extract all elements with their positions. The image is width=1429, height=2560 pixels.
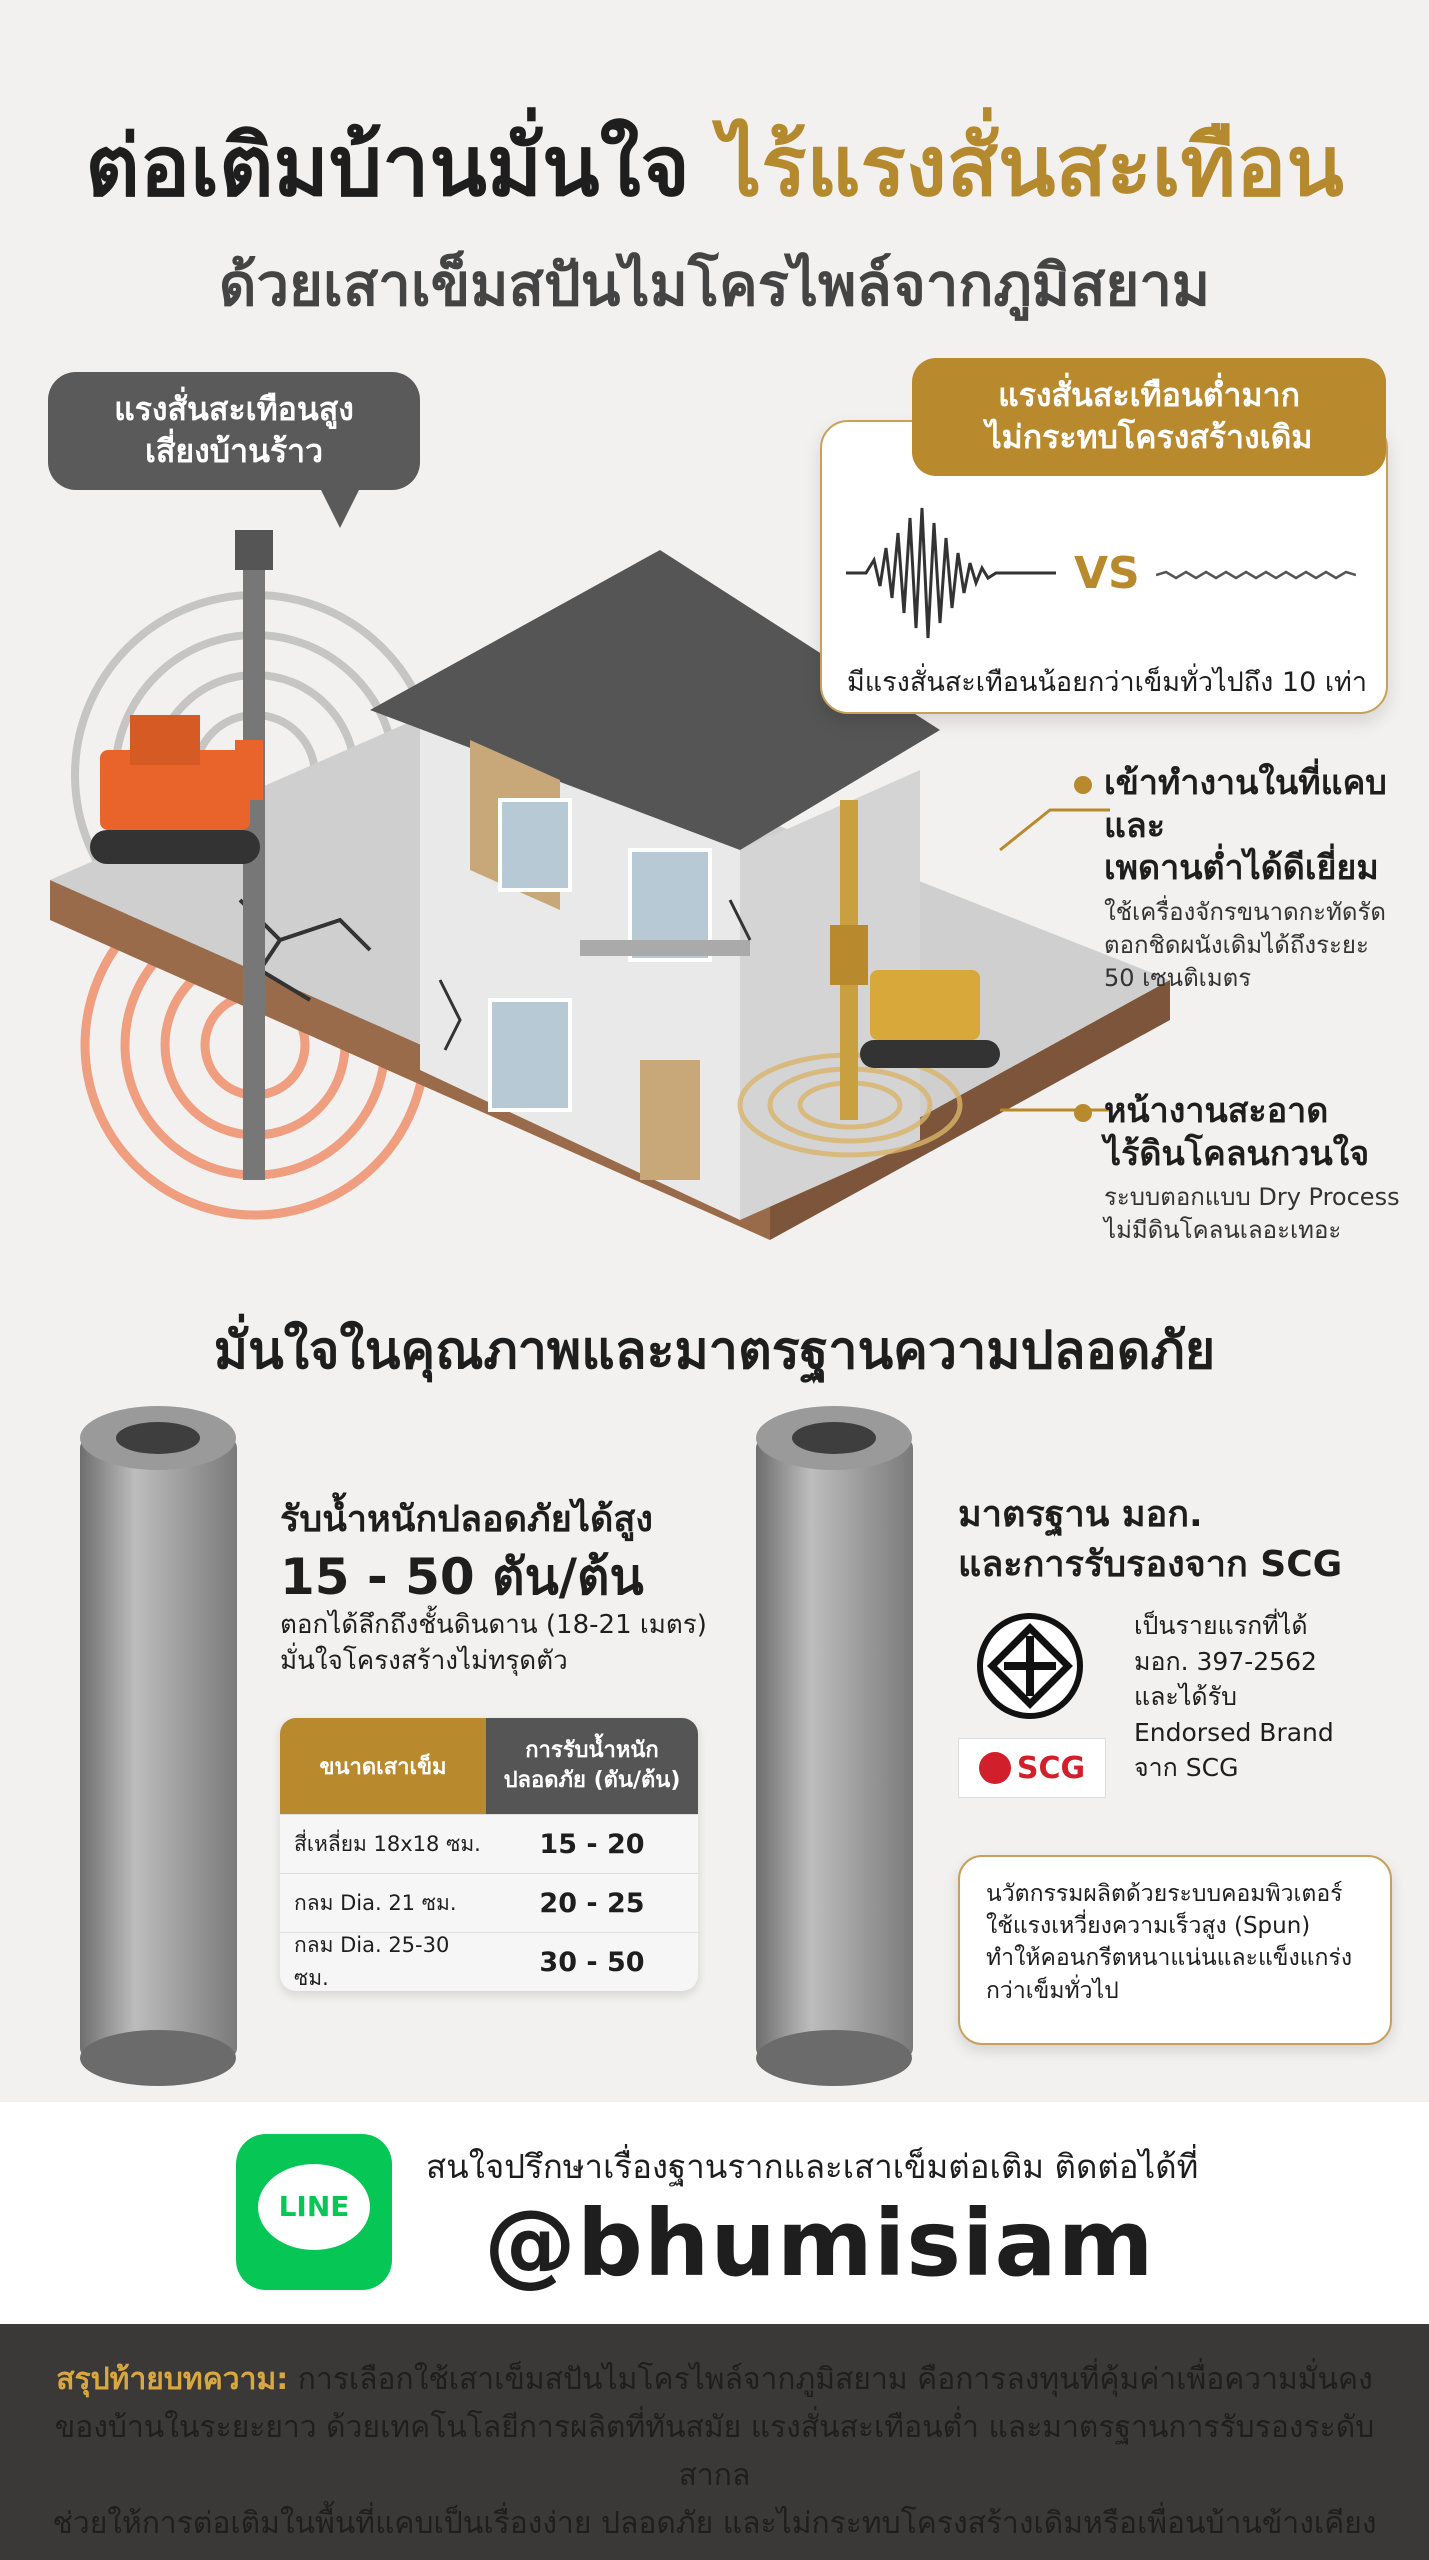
spun-technology-note-card bbox=[958, 1855, 1392, 2045]
feature-2-title-line2: ไร้ดินโคลนกวนใจ bbox=[1104, 1133, 1370, 1174]
main-title: ต่อเติมบ้านมั่นใจ ไร้แรงสั่นสะเทือน bbox=[0, 120, 1429, 212]
table-row: กลม Dia. 25-30 ซม. 30 - 50 bbox=[280, 1932, 698, 1991]
table-header: ขนาดเสาเข็ม การรับน้ำหนัก ปลอดภัย (ตัน/ต… bbox=[280, 1718, 698, 1814]
compare-footnote: มีแรงสั่นสะเทือนน้อยกว่าเข็มทั่วไปถึง 10… bbox=[846, 667, 1368, 698]
feature-bullet-2 bbox=[1074, 1104, 1092, 1122]
high-vibration-bubble: แรงสั่นสะเทือนสูง เสี่ยงบ้านร้าว bbox=[48, 372, 420, 528]
scg-emblem-icon bbox=[978, 1752, 1011, 1784]
high-wave-icon bbox=[846, 507, 1056, 639]
spun-pile-illustration-right bbox=[756, 1406, 913, 2086]
low-vibration-header: แรงสั่นสะเทือนต่ำมาก ไม่กระทบโครงสร้างเด… bbox=[912, 358, 1386, 476]
line-bubble-icon bbox=[258, 2164, 370, 2250]
summary-line3: ช่วยให้การต่อเติมในพื้นที่แคบเป็นเรื่องง… bbox=[52, 2506, 1377, 2541]
standard-text-line4: Endorsed Brand bbox=[1134, 1717, 1334, 1747]
line-handle-link[interactable]: @bhumisiam bbox=[484, 2190, 1155, 2297]
summary-text: สรุปท้ายบทความ: การเลือกใช้เสาเข็มสปันไม… bbox=[40, 2356, 1389, 2548]
standard-title: มาตรฐาน มอก. และการรับรองจาก SCG bbox=[958, 1490, 1342, 1591]
title-main: ต่อเติมบ้านมั่นใจ bbox=[85, 117, 690, 215]
summary-label: สรุปท้ายบทความ: bbox=[56, 2362, 289, 2397]
compare-head-line2: ไม่กระทบโครงสร้างเดิม bbox=[985, 418, 1313, 456]
feature-bullet-1 bbox=[1074, 776, 1092, 794]
left-pile bbox=[243, 560, 265, 1180]
load-value: 15 - 50 ตัน/ต้น bbox=[280, 1548, 644, 1606]
row-size: สี่เหลี่ยม 18x18 ซม. bbox=[294, 1831, 481, 1856]
standard-text-line3: และได้รับ bbox=[1134, 1682, 1237, 1711]
column-header-size: ขนาดเสาเข็ม bbox=[280, 1718, 486, 1814]
feature-1-title-line1: เข้าทำงานในที่แคบและ bbox=[1104, 763, 1387, 846]
table-row: สี่เหลี่ยม 18x18 ซม. 15 - 20 bbox=[280, 1814, 698, 1873]
spun-pile-illustration-left bbox=[80, 1406, 237, 2086]
standard-text-line2: มอก. 397-2562 bbox=[1134, 1646, 1317, 1676]
feature-1-title: เข้าทำงานในที่แคบและ เพดานต่ำได้ดีเยี่ยม bbox=[1104, 762, 1414, 890]
standard-description: เป็นรายแรกที่ได้ มอก. 397-2562 และได้รับ… bbox=[1134, 1608, 1334, 1786]
summary-line2: ของบ้านในระยะยาว ด้วยเทคโนโลยีการผลิตที่… bbox=[54, 2410, 1375, 2493]
standard-title-line1: มาตรฐาน มอก. bbox=[958, 1494, 1203, 1535]
row-load: 30 - 50 bbox=[539, 1946, 645, 1978]
note-line4: กว่าเข็มทั่วไป bbox=[986, 1977, 1119, 2004]
subtitle: ด้วยเสาเข็มสปันไมโครไพล์จากภูมิสยาม bbox=[218, 251, 1211, 319]
left-excavator bbox=[90, 715, 263, 864]
feature-clean-site: หน้างานสะอาด ไร้ดินโคลนกวนใจ ระบบตอกแบบ … bbox=[1104, 1090, 1414, 1247]
title-highlight: ไร้แรงสั่นสะเทือน bbox=[719, 117, 1344, 215]
load-sub-line2: มั่นใจโครงสร้างไม่ทรุดตัว bbox=[280, 1645, 568, 1676]
feature-1-sub-line1: ใช้เครื่องจักรขนาดกะทัดรัด bbox=[1104, 897, 1386, 926]
line-label: LINE bbox=[278, 2190, 350, 2223]
row-load: 20 - 25 bbox=[539, 1887, 645, 1919]
load-sub-line1: ตอกได้ลึกถึงชั้นดินดาน (18-21 เมตร) bbox=[280, 1610, 707, 1640]
house bbox=[370, 550, 940, 1220]
feature-2-title-line1: หน้างานสะอาด bbox=[1104, 1091, 1329, 1131]
summary-section bbox=[0, 2324, 1429, 2560]
load-description: ตอกได้ลึกถึงชั้นดินดาน (18-21 เมตร) มั่น… bbox=[280, 1608, 707, 1680]
note-line1: นวัตกรรมผลิตด้วยระบบคอมพิวเตอร์ bbox=[986, 1881, 1343, 1907]
feature-2-sub-line1: ระบบตอกแบบ Dry Process bbox=[1104, 1183, 1400, 1211]
summary-line1: การเลือกใช้เสาเข็มสปันไมโครไพล์จากภูมิสย… bbox=[297, 2362, 1373, 2397]
table-row: กลม Dia. 21 ซม. 20 - 25 bbox=[280, 1873, 698, 1932]
feature-1-title-line2: เพดานต่ำได้ดีเยี่ยม bbox=[1104, 848, 1379, 888]
standard-text-line1: เป็นรายแรกที่ได้ bbox=[1134, 1611, 1308, 1640]
feature-1-sub-line2: ตอกชิดผนังเดิมได้ถึงระยะ bbox=[1104, 930, 1369, 959]
construction-scene-illustration bbox=[50, 530, 1170, 1240]
compare-head-line1: แรงสั่นสะเทือนต่ำมาก bbox=[998, 376, 1300, 415]
quality-section-heading: มั่นใจในคุณภาพและมาตรฐานความปลอดภัย bbox=[213, 1321, 1216, 1381]
row-load: 15 - 20 bbox=[539, 1828, 645, 1860]
row-size: กลม Dia. 21 ซม. bbox=[294, 1890, 457, 1915]
feature-2-sub: ระบบตอกแบบ Dry Process ไม่มีดินโคลนเลอะเ… bbox=[1104, 1181, 1414, 1247]
standard-text-line5: จาก SCG bbox=[1134, 1753, 1239, 1782]
bubble-line1: แรงสั่นสะเทือนสูง bbox=[114, 390, 354, 429]
standard-title-line2: และการรับรองจาก SCG bbox=[958, 1544, 1343, 1586]
column-header-load-line1: การรับน้ำหนัก bbox=[525, 1738, 659, 1764]
feature-1-sub: ใช้เครื่องจักรขนาดกะทัดรัด ตอกชิดผนังเดิ… bbox=[1104, 896, 1414, 995]
scg-label: SCG bbox=[1016, 1750, 1086, 1786]
bubble-line2: เสี่ยงบ้านร้าว bbox=[144, 432, 324, 470]
column-header-load-line2: ปลอดภัย (ตัน/ต้น) bbox=[503, 1768, 681, 1793]
row-size: กลม Dia. 25-30 ซม. bbox=[294, 1933, 450, 1990]
load-capacity-table: ขนาดเสาเข็ม การรับน้ำหนัก ปลอดภัย (ตัน/ต… bbox=[280, 1718, 698, 1991]
feature-1-sub-line3: 50 เซนติเมตร bbox=[1104, 963, 1252, 992]
tis-standard-logo-icon bbox=[977, 1613, 1083, 1719]
note-line3: ทำให้คอนกรีตหนาแน่นและแข็งแกร่ง bbox=[986, 1945, 1353, 1972]
low-wave-icon bbox=[1156, 570, 1356, 580]
feature-compact-access: เข้าทำงานในที่แคบและ เพดานต่ำได้ดีเยี่ยม… bbox=[1104, 762, 1414, 995]
column-header-load: การรับน้ำหนัก ปลอดภัย (ตัน/ต้น) bbox=[486, 1718, 698, 1814]
scg-logo: SCG bbox=[958, 1738, 1106, 1798]
feature-2-title: หน้างานสะอาด ไร้ดินโคลนกวนใจ bbox=[1104, 1090, 1414, 1175]
spun-technology-note: นวัตกรรมผลิตด้วยระบบคอมพิวเตอร์ ใช้แรงเห… bbox=[986, 1878, 1382, 2007]
line-app-logo[interactable]: LINE bbox=[236, 2134, 392, 2290]
right-rig bbox=[737, 800, 1000, 1158]
feature-2-sub-line2: ไม่มีดินโคลนเลอะเทอะ bbox=[1104, 1216, 1342, 1245]
contact-question: สนใจปรึกษาเรื่องฐานรากและเสาเข็มต่อเติม … bbox=[426, 2147, 1199, 2186]
vs-label: VS bbox=[1074, 548, 1140, 599]
load-title: รับน้ำหนักปลอดภัยได้สูง bbox=[280, 1499, 653, 1540]
note-line2: ใช้แรงเหวี่ยงความเร็วสูง (Spun) bbox=[986, 1913, 1311, 1940]
